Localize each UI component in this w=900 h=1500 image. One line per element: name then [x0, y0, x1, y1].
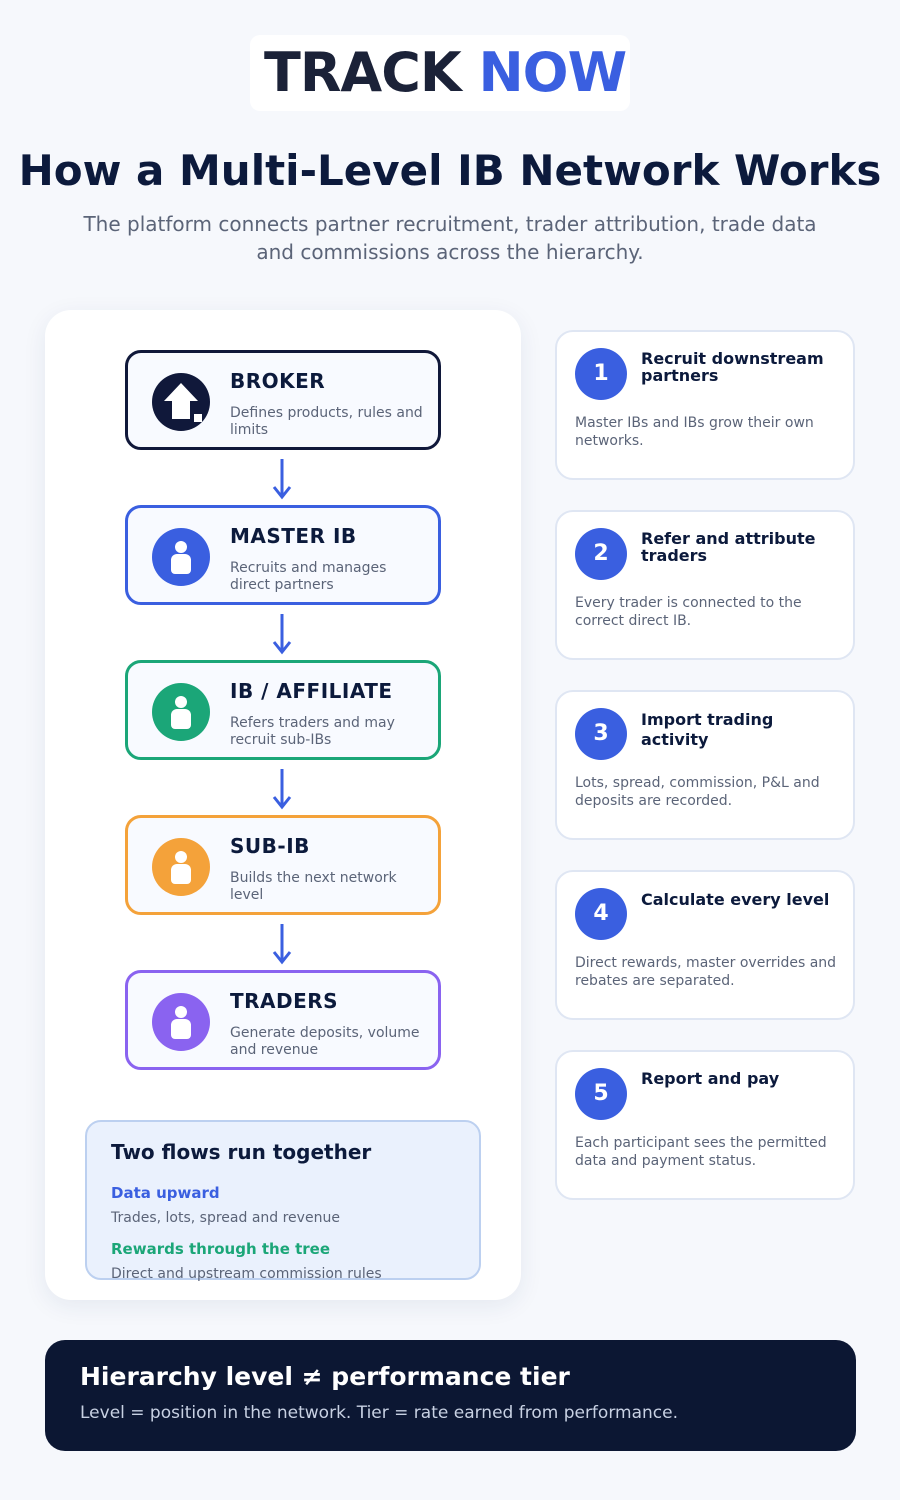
logo-text-main: TRACK — [264, 41, 479, 104]
step-title: Calculate every level — [641, 890, 830, 909]
banner-subtitle: Level = position in the network. Tier = … — [80, 1403, 678, 1423]
person-icon — [152, 993, 210, 1051]
step-title: Recruit downstream partners — [641, 349, 824, 385]
page-title: How a Multi-Level IB Network Works — [18, 146, 882, 195]
person-icon — [152, 683, 210, 741]
step-desc: Every trader is connected to the correct… — [575, 595, 802, 629]
step-number: 4 — [575, 888, 627, 940]
level-title: SUB-IB — [230, 834, 310, 858]
level-title: BROKER — [230, 369, 326, 393]
step-desc: Each participant sees the permitted data… — [575, 1135, 827, 1169]
step-number: 3 — [575, 708, 627, 760]
step-card-3: 3 Import trading activity Lots, spread, … — [555, 690, 855, 840]
level-card-sub-ib: SUB-IB Builds the next network level — [125, 815, 441, 915]
level-desc: Recruits and manages direct partners — [230, 560, 387, 593]
level-title: MASTER IB — [230, 524, 357, 548]
flow-upward-label: Data upward — [111, 1184, 220, 1202]
level-card-traders: TRADERS Generate deposits, volume and re… — [125, 970, 441, 1070]
step-desc: Direct rewards, master overrides and reb… — [575, 955, 837, 989]
step-title: Refer and attribute traders — [641, 529, 816, 565]
page-subtitle: The platform connects partner recruitmen… — [83, 212, 817, 264]
step-card-1: 1 Recruit downstream partners Master IBs… — [555, 330, 855, 480]
step-number: 1 — [575, 348, 627, 400]
level-card-broker: BROKER Defines products, rules and limit… — [125, 350, 441, 450]
level-title: IB / AFFILIATE — [230, 679, 393, 703]
level-desc: Builds the next network level — [230, 870, 397, 903]
level-desc: Defines products, rules and limits — [230, 405, 423, 438]
level-desc: Generate deposits, volume and revenue — [230, 1025, 420, 1058]
level-title: TRADERS — [230, 989, 339, 1013]
step-card-4: 4 Calculate every level Direct rewards, … — [555, 870, 855, 1020]
step-desc: Master IBs and IBs grow their own networ… — [575, 415, 814, 449]
step-title: Report and pay — [641, 1069, 780, 1088]
arrow-down-icon — [272, 614, 292, 655]
logo-text: TRACK NOW — [264, 41, 627, 104]
level-card-ib-affiliate: IB / AFFILIATE Refers traders and may re… — [125, 660, 441, 760]
level-desc: Refers traders and may recruit sub-IBs — [230, 715, 395, 748]
step-title: Import trading activity — [641, 710, 774, 749]
step-card-2: 2 Refer and attribute traders Every trad… — [555, 510, 855, 660]
step-card-5: 5 Report and pay Each participant sees t… — [555, 1050, 855, 1200]
flow-upward-desc: Trades, lots, spread and revenue — [111, 1210, 340, 1226]
flows-box: Two flows run together Data upward Trade… — [85, 1120, 481, 1282]
step-desc: Lots, spread, commission, P&L and deposi… — [575, 775, 820, 809]
arrow-down-icon — [272, 459, 292, 500]
person-icon — [152, 528, 210, 586]
logo: TRACK NOW — [250, 35, 630, 111]
step-number: 5 — [575, 1068, 627, 1120]
flow-rewards-desc: Direct and upstream commission rules — [111, 1266, 382, 1282]
house-icon — [152, 373, 210, 431]
arrow-down-icon — [272, 769, 292, 810]
flow-rewards-label: Rewards through the tree — [111, 1240, 331, 1258]
level-card-master-ib: MASTER IB Recruits and manages direct pa… — [125, 505, 441, 605]
banner-title: Hierarchy level ≠ performance tier — [80, 1362, 570, 1391]
bottom-banner: Hierarchy level ≠ performance tier Level… — [45, 1340, 856, 1451]
flows-title: Two flows run together — [111, 1140, 372, 1164]
person-icon — [152, 838, 210, 896]
arrow-down-icon — [272, 924, 292, 965]
step-number: 2 — [575, 528, 627, 580]
logo-text-accent: NOW — [478, 41, 627, 104]
